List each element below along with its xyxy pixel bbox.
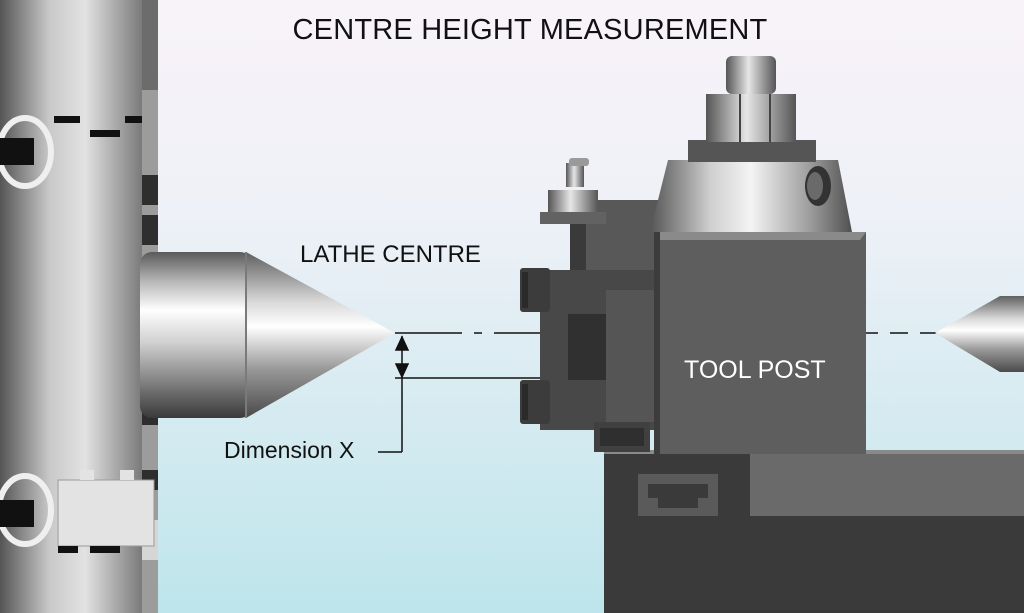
tool-holder [520, 158, 658, 452]
tailstock-centre [935, 296, 1024, 372]
tool-post-block [654, 232, 866, 454]
diagram-title: CENTRE HEIGHT MEASUREMENT [292, 14, 768, 46]
tool-post [650, 56, 866, 454]
lathe-centre [140, 252, 395, 418]
dimension-x-label: Dimension X [224, 437, 355, 463]
tool-post-nut [706, 94, 796, 142]
dimension-x-marker [378, 335, 545, 453]
lathe-centre-cone [246, 252, 395, 418]
lathe-bed [604, 450, 1024, 613]
tool-post-cap [650, 160, 852, 232]
lathe-chuck [0, 0, 158, 613]
lathe-centre-label: LATHE CENTRE [300, 241, 481, 268]
tool-post-label: TOOL POST [684, 356, 826, 384]
chuck-jaw-slot-upper [0, 115, 54, 189]
tool-post-stud [726, 56, 776, 94]
chuck-jaw [57, 479, 155, 547]
chuck-jaw-slot-lower [0, 473, 54, 547]
adjusting-screw [566, 163, 584, 187]
lathe-centre-shank [140, 252, 252, 418]
